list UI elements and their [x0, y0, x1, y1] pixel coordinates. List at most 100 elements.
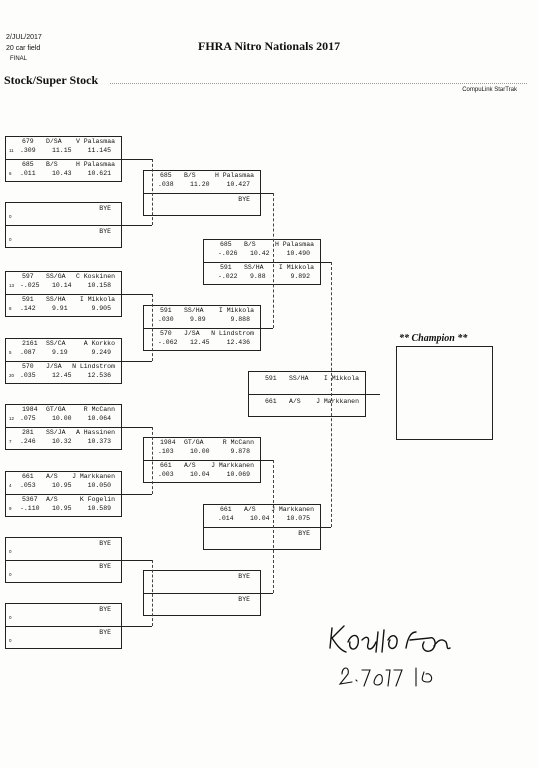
- lane-b: BYE: [144, 593, 260, 615]
- elapsed-time: 10.95: [52, 505, 72, 512]
- driver-name: J Markkanen: [271, 506, 314, 513]
- connector-line: [261, 460, 273, 461]
- bye-label: BYE: [99, 540, 111, 547]
- dial-in: 10.075: [286, 515, 310, 522]
- seed-number: 0: [9, 549, 12, 554]
- elapsed-time: 11.15: [52, 147, 72, 154]
- driver-name: H Palasmaa: [274, 241, 314, 248]
- connector-line: [366, 394, 380, 395]
- reaction-time: -.110: [20, 505, 40, 512]
- seed-number: 12: [9, 416, 15, 421]
- bye-label: BYE: [99, 205, 111, 212]
- car-class: B/S: [244, 241, 256, 248]
- dial-in: 9.878: [230, 448, 250, 455]
- car-class: SS/CA: [46, 340, 66, 347]
- car-number: 685: [220, 241, 232, 248]
- connector-line: [122, 427, 152, 428]
- driver-name: R McCann: [83, 406, 115, 413]
- reaction-time: .075: [20, 415, 36, 422]
- connector-dashed: [152, 427, 153, 494]
- connector-line: [122, 626, 152, 627]
- lane-a: 661 A/S J Markkanen .014 10.04 10.075: [204, 505, 320, 527]
- dial-in: 9.888: [230, 316, 250, 323]
- seed-number: 20: [9, 373, 15, 378]
- car-number: 679: [22, 138, 34, 145]
- car-number: 685: [160, 172, 172, 179]
- elapsed-time: 10.14: [52, 282, 72, 289]
- car-class: A/S: [184, 462, 196, 469]
- car-number: 591: [220, 264, 232, 271]
- bye-label: BYE: [99, 563, 111, 570]
- driver-name: J Markkanen: [211, 462, 254, 469]
- elapsed-time: 10.00: [190, 448, 210, 455]
- car-number: 661: [220, 506, 232, 513]
- driver-name: R McCann: [222, 439, 254, 446]
- driver-name: J Markkanen: [72, 473, 115, 480]
- champion-box: [396, 346, 493, 440]
- car-number: 661: [22, 473, 34, 480]
- bye-label: BYE: [99, 606, 111, 613]
- elapsed-time: 10.04: [250, 515, 270, 522]
- reaction-time: -.026: [218, 250, 238, 257]
- driver-name: K Fogelin: [79, 496, 115, 503]
- seed-number: 11: [9, 148, 14, 153]
- car-class: SS/GA: [46, 273, 66, 280]
- connector-line: [122, 361, 152, 362]
- connector-dashed: [152, 294, 153, 361]
- reaction-time: .142: [20, 305, 36, 312]
- car-number: 570: [22, 363, 34, 370]
- car-class: B/S: [46, 161, 58, 168]
- bye-label: BYE: [298, 530, 310, 537]
- reaction-time: -.025: [20, 282, 40, 289]
- car-class: B/S: [184, 172, 196, 179]
- elapsed-time: 12.45: [190, 339, 210, 346]
- reaction-time: .030: [158, 316, 174, 323]
- driver-name: I Mikkola: [218, 307, 254, 314]
- car-number: 591: [160, 307, 172, 314]
- handwritten-signature: [329, 625, 451, 687]
- connector-line: [122, 159, 152, 160]
- reaction-time: -.022: [218, 273, 238, 280]
- dial-in: 10.064: [87, 415, 111, 422]
- lane-b: BYE: [144, 193, 260, 215]
- reaction-time: .014: [218, 515, 234, 522]
- dial-in: 10.158: [87, 282, 111, 289]
- seed-number: 0: [9, 237, 12, 242]
- car-number: 661: [265, 398, 277, 405]
- class-title: Stock/Super Stock: [4, 73, 99, 87]
- car-class: A/S: [46, 496, 58, 503]
- connector-dashed: [152, 159, 153, 225]
- car-number: 281: [22, 429, 34, 436]
- car-number: 1984: [22, 406, 38, 413]
- elapsed-time: 11.20: [190, 181, 210, 188]
- reaction-time: .309: [20, 147, 36, 154]
- dial-in: 11.145: [87, 147, 111, 154]
- connector-line: [261, 193, 273, 194]
- car-class: A/S: [244, 506, 256, 513]
- report-date: 2/JUL/2017: [6, 34, 42, 41]
- elapsed-time: 12.45: [52, 372, 72, 379]
- elapsed-time: 9.88: [250, 273, 266, 280]
- car-class: SS/HA: [244, 264, 264, 271]
- car-class: GT/GA: [184, 439, 204, 446]
- elapsed-time: 9.89: [190, 316, 206, 323]
- elapsed-time: 10.04: [190, 471, 210, 478]
- lane-a: BYE 0: [6, 538, 121, 560]
